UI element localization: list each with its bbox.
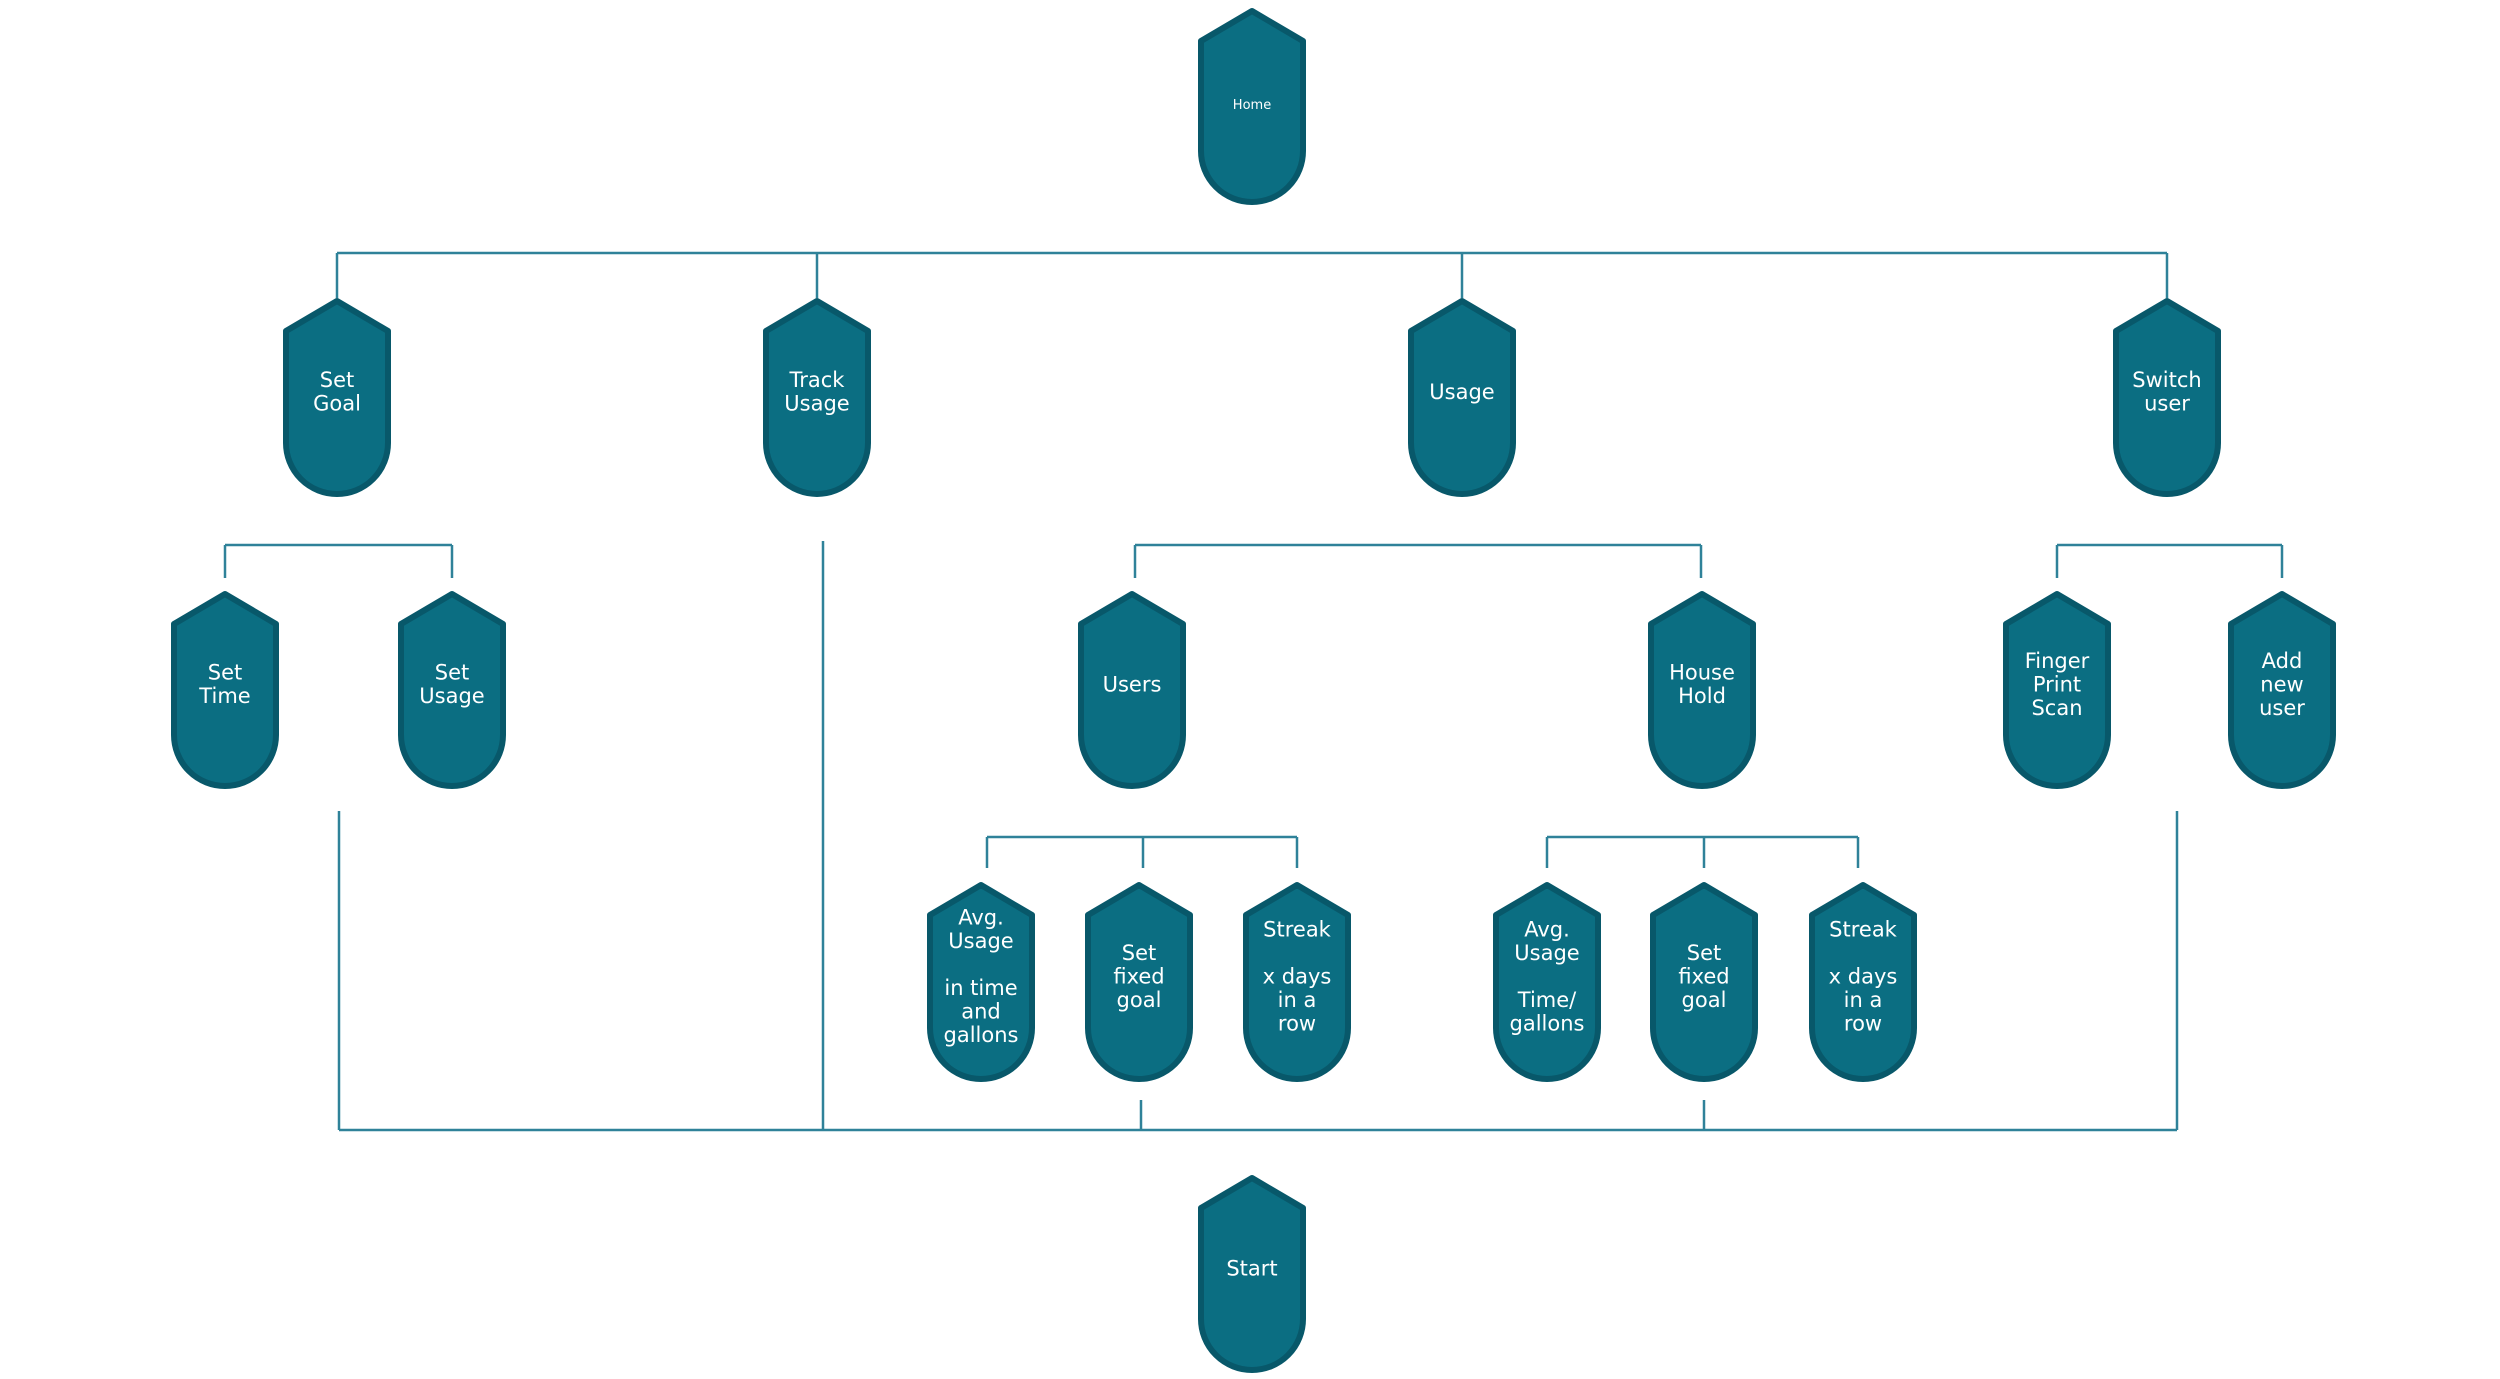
- node-label-line: Usage: [784, 392, 849, 416]
- node-label-line: row: [1278, 1011, 1316, 1035]
- node-shape: [1078, 591, 1186, 789]
- node-label-line: Set: [1687, 941, 1721, 965]
- node-label-line: Time/: [1517, 988, 1577, 1012]
- node-label-line: Add: [2262, 649, 2303, 673]
- node-usage: Usage: [1408, 298, 1516, 497]
- node-label-line: x days: [1263, 964, 1332, 988]
- connector-lines: [223, 251, 2284, 1132]
- node-shape: [1408, 298, 1516, 497]
- node-label-line: Finger: [2025, 649, 2090, 673]
- node-shape: [1809, 882, 1917, 1082]
- node-label-line: goal: [1682, 988, 1727, 1012]
- node-label-line: Scan: [2031, 696, 2082, 720]
- node-label-line: Usage: [1429, 380, 1494, 404]
- node-label-line: Set: [1122, 941, 1156, 965]
- node-label-line: Usage: [1514, 941, 1579, 965]
- node-label-line: Hold: [1678, 684, 1726, 708]
- node-label-line: Set: [208, 661, 242, 685]
- node-shape: [1198, 8, 1306, 205]
- node-shape: [927, 882, 1035, 1082]
- node-label-line: and: [961, 1000, 1001, 1024]
- node-label-line: Set: [435, 661, 469, 685]
- node-label-line: in a: [1278, 988, 1317, 1012]
- node-shape: [171, 591, 279, 789]
- node-label-line: fixed: [1678, 964, 1729, 988]
- node-shape: [398, 591, 506, 789]
- node-label-line: in a: [1844, 988, 1883, 1012]
- node-label-line: Time: [198, 684, 250, 708]
- node-label-line: gallons: [944, 1023, 1019, 1047]
- node-shape: [2113, 298, 2221, 497]
- node-label-line: gallons: [1510, 1011, 1585, 1035]
- node-label-line: Start: [1226, 1256, 1277, 1280]
- node-shape: [1243, 882, 1351, 1082]
- node-label-line: fixed: [1113, 964, 1164, 988]
- node-home: Home: [1198, 8, 1306, 205]
- node-shape: [283, 298, 391, 497]
- node-label-line: Switch: [2132, 368, 2201, 392]
- node-start: Start: [1198, 1175, 1306, 1373]
- node-shape: [2228, 591, 2336, 789]
- node-users: Users: [1078, 591, 1186, 789]
- node-label-line: in time: [944, 976, 1017, 1000]
- node-shape: [1198, 1175, 1306, 1373]
- node-shape: [1493, 882, 1601, 1082]
- node-label-line: Print: [2033, 672, 2081, 696]
- node-label-line: Avg.: [958, 906, 1004, 930]
- node-label-line: Home: [1233, 98, 1271, 113]
- node-label-line: Streak: [1263, 917, 1332, 941]
- node-label-line: Usage: [419, 684, 484, 708]
- node-label-line: new: [2260, 672, 2303, 696]
- node-label-line: user: [2144, 392, 2190, 416]
- node-shape: [763, 298, 871, 497]
- node-label-line: Users: [1103, 672, 1162, 696]
- node-shape: [1650, 882, 1758, 1082]
- node-shape: [2003, 591, 2111, 789]
- node-label-line: x days: [1829, 964, 1898, 988]
- node-label-line: Avg.: [1524, 917, 1570, 941]
- node-label-line: Set: [320, 368, 354, 392]
- node-label-line: Track: [789, 368, 846, 392]
- node-label-line: House: [1669, 661, 1735, 685]
- node-label-line: Streak: [1829, 917, 1898, 941]
- node-label-line: goal: [1117, 988, 1162, 1012]
- node-label-line: Usage: [948, 929, 1013, 953]
- node-shape: [1648, 591, 1756, 789]
- node-label-line: row: [1844, 1011, 1882, 1035]
- node-label-line: user: [2259, 696, 2305, 720]
- node-shape: [1085, 882, 1193, 1082]
- node-label-line: Goal: [313, 392, 361, 416]
